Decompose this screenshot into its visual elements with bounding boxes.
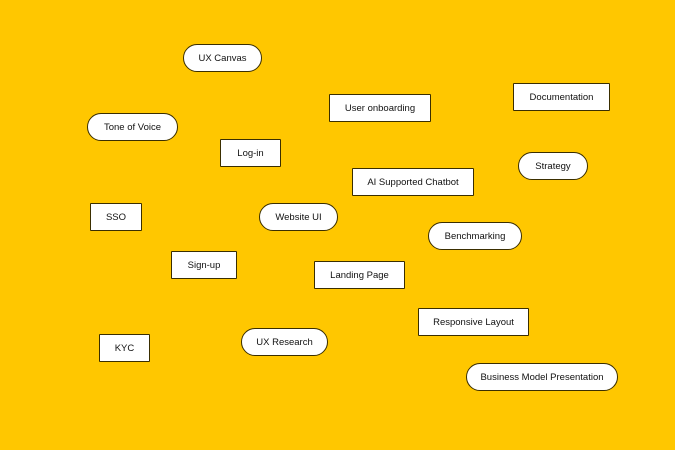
tag-kyc[interactable]: KYC [99, 334, 150, 362]
tag-sso[interactable]: SSO [90, 203, 142, 231]
tag-ux-research[interactable]: UX Research [241, 328, 328, 356]
tag-ai-supported-chatbot[interactable]: AI Supported Chatbot [352, 168, 474, 196]
tag-ux-canvas[interactable]: UX Canvas [183, 44, 262, 72]
tag-business-model-presentation[interactable]: Business Model Presentation [466, 363, 618, 391]
tag-benchmarking[interactable]: Benchmarking [428, 222, 522, 250]
tag-tone-of-voice[interactable]: Tone of Voice [87, 113, 178, 141]
tag-website-ui[interactable]: Website UI [259, 203, 338, 231]
tag-responsive-layout[interactable]: Responsive Layout [418, 308, 529, 336]
tag-strategy[interactable]: Strategy [518, 152, 588, 180]
tag-documentation[interactable]: Documentation [513, 83, 610, 111]
tag-landing-page[interactable]: Landing Page [314, 261, 405, 289]
tag-user-onboarding[interactable]: User onboarding [329, 94, 431, 122]
tag-log-in[interactable]: Log-in [220, 139, 281, 167]
tag-sign-up[interactable]: Sign-up [171, 251, 237, 279]
